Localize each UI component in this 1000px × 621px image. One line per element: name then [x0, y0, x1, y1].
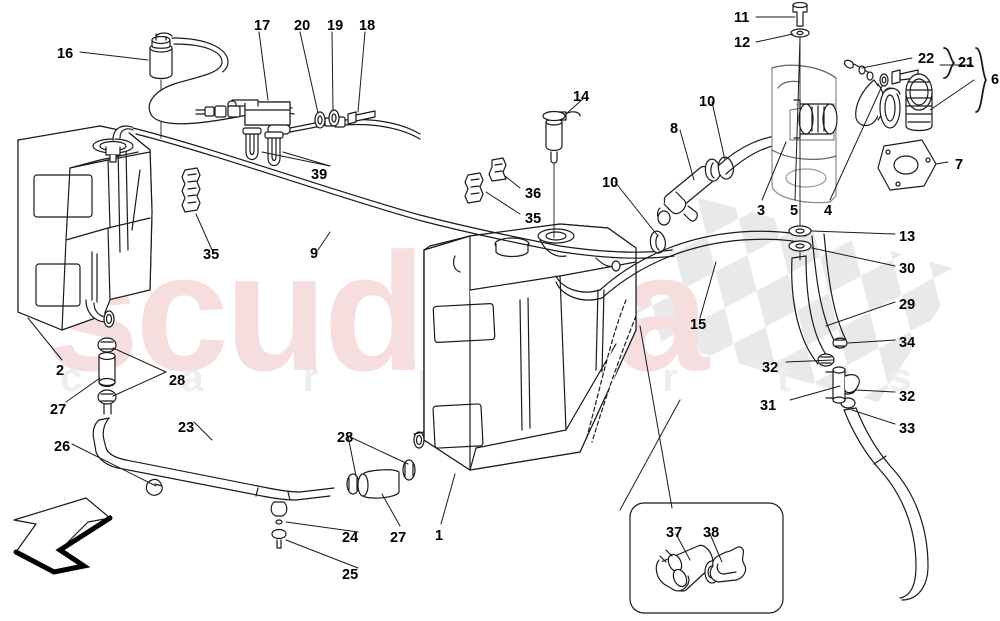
callout-28-left: 28 — [169, 373, 186, 389]
callout-32-lower: 32 — [899, 389, 916, 405]
callout-25: 25 — [342, 567, 359, 583]
callout-14: 14 — [573, 89, 590, 105]
right-fuel-tank — [413, 223, 637, 471]
left-fuel-tank — [17, 125, 153, 331]
callout-2: 2 — [56, 363, 65, 379]
part-36-clip — [488, 157, 507, 182]
callout-26: 26 — [54, 439, 71, 455]
callout-28-right: 28 — [337, 430, 354, 446]
callout-6: 6 — [991, 72, 1000, 88]
hose-9 — [132, 127, 675, 259]
callout-12: 12 — [734, 35, 751, 51]
callout-19: 19 — [327, 18, 344, 34]
callout-4: 4 — [824, 203, 833, 219]
part-17-pressure-regulator — [195, 99, 421, 140]
callout-36: 36 — [525, 186, 542, 202]
part-39-u-clips — [242, 127, 284, 167]
callout-33: 33 — [899, 421, 916, 437]
callout-22: 22 — [918, 51, 935, 67]
callout-37: 37 — [666, 525, 683, 541]
hose-23 — [92, 417, 335, 501]
callout-13: 13 — [899, 229, 916, 245]
callout-24: 24 — [342, 530, 359, 546]
callout-16: 16 — [57, 46, 74, 62]
parts-27-28-left — [97, 337, 117, 415]
part-21-cap-and-seal — [879, 73, 933, 132]
callout-17: 17 — [254, 18, 271, 34]
callout-18: 18 — [359, 18, 376, 34]
parts-24-25-bolt — [270, 501, 288, 549]
parts-27-28-right — [346, 459, 416, 499]
callout-10-mid: 10 — [602, 175, 619, 191]
part-37-quick-connector — [655, 544, 720, 592]
callout-9: 9 — [310, 246, 319, 262]
callout-8: 8 — [670, 121, 679, 137]
direction-arrow — [13, 497, 113, 575]
callout-29: 29 — [899, 297, 916, 313]
callout-5: 5 — [790, 203, 799, 219]
part-7-flange-gasket — [877, 139, 937, 191]
part-35-clip-left — [181, 167, 201, 213]
part-5-filler-neck — [793, 99, 838, 139]
callout-23: 23 — [178, 420, 195, 436]
part-35-clip-mid — [464, 172, 484, 204]
callout-1: 1 — [435, 528, 444, 544]
hose-29 — [791, 233, 847, 365]
callout-20: 20 — [294, 18, 311, 34]
part-6-fuel-cap — [905, 73, 933, 132]
callout-32-upper: 32 — [762, 360, 779, 376]
callout-15: 15 — [690, 317, 707, 333]
callout-35-mid: 35 — [525, 211, 542, 227]
part-31-t-connector — [825, 366, 860, 404]
callout-27-right: 27 — [390, 530, 407, 546]
part-8-fuel-filter — [656, 166, 715, 226]
callout-7: 7 — [955, 157, 964, 173]
callout-3: 3 — [757, 203, 766, 219]
leader-lines — [27, 16, 949, 569]
detail-inset-box — [629, 502, 784, 614]
parts-20-19-18-fasteners — [314, 109, 376, 129]
callout-21: 21 — [958, 55, 975, 71]
part-22-lanyard — [843, 59, 885, 127]
hose-15 — [555, 230, 809, 301]
callout-30: 30 — [899, 261, 916, 277]
parts-11-12-13-30-fasteners — [788, 1, 812, 261]
part-14-fuel-pump — [542, 110, 581, 239]
callout-11: 11 — [734, 10, 750, 26]
callout-27-left: 27 — [50, 402, 67, 418]
callout-39: 39 — [311, 167, 328, 183]
callout-braces — [929, 47, 987, 113]
callout-35-left: 35 — [203, 247, 220, 263]
callout-31: 31 — [760, 398, 777, 414]
callout-10-top: 10 — [699, 94, 716, 110]
callout-38: 38 — [703, 525, 720, 541]
callout-34: 34 — [899, 335, 916, 351]
hose-33 — [843, 407, 929, 601]
